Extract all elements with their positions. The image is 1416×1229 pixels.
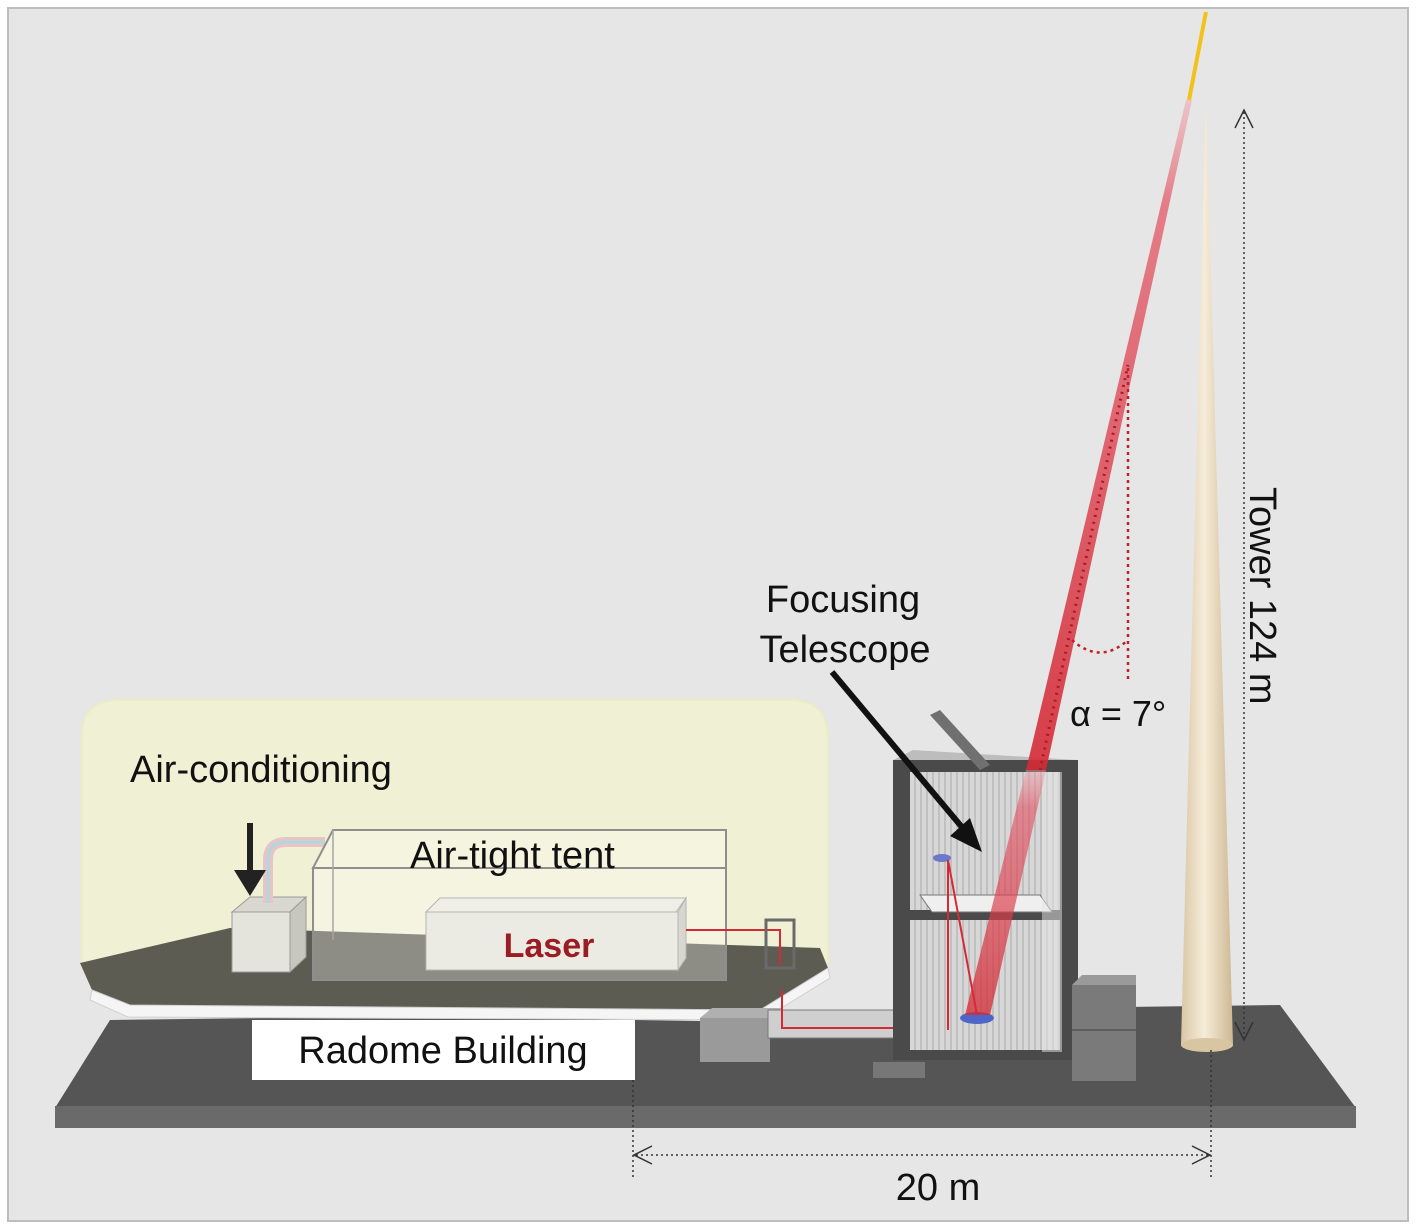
telescope-shelf: [919, 894, 1053, 913]
beam-duct: [764, 918, 796, 970]
telescope-inner-gap: [1042, 772, 1062, 1052]
distance-arrow-right: [1191, 1145, 1212, 1165]
tower-height-arrow-top: [1234, 108, 1254, 129]
air-tight-tent-label: Air-tight tent: [410, 835, 615, 877]
laser-beam-lower: [965, 770, 1046, 1015]
secondary-mirror: [933, 854, 951, 862]
radome-building-label: Radome Building: [298, 1030, 587, 1072]
ac-unit: [231, 911, 291, 973]
radome-floor-edge: [89, 967, 831, 1021]
side-cabinet-top: [1072, 975, 1136, 985]
beam-tip: [1187, 11, 1208, 101]
laser-beam-path: [686, 929, 781, 965]
radome-building-label-box: [252, 1020, 635, 1080]
telescope-base-step: [873, 1062, 925, 1078]
laser-box-top: [424, 897, 687, 913]
outdoor-duct-support-top: [700, 1008, 782, 1018]
focusing-telescope-label-line2: Telescope: [759, 629, 930, 671]
focusing-telescope-label-line1: Focusing: [766, 579, 920, 621]
laser-box-side: [677, 896, 687, 972]
ac-arrow-head: [234, 870, 266, 896]
outdoor-beam-path: [781, 990, 906, 1029]
telescope-lid: [930, 710, 990, 770]
distance-label: 20 m: [896, 1167, 980, 1209]
angle-label: α = 7°: [1070, 693, 1166, 734]
ac-unit-side: [289, 895, 307, 974]
tower-height-label: Tower 124 m: [1241, 487, 1283, 705]
ground-plate-edge: [55, 1106, 1356, 1128]
laser-beam-upper: [1026, 100, 1192, 770]
telescope-pointer-arrow-head: [950, 818, 982, 852]
tower-height-arrow-bottom: [1234, 1021, 1254, 1042]
ac-duct-line: [266, 840, 325, 903]
outdoor-duct: [767, 1009, 909, 1039]
angle-arc: [1071, 639, 1129, 654]
telescope-pointer-arrow: [829, 670, 969, 834]
outdoor-duct-support: [700, 1018, 770, 1062]
laser-label: Laser: [504, 927, 595, 965]
air-conditioning-label: Air-conditioning: [130, 749, 392, 791]
tower: [1181, 100, 1233, 1045]
side-cabinet: [1072, 985, 1136, 1081]
telescope-internal-beam: [947, 859, 978, 1030]
distance-arrow-left: [632, 1145, 653, 1165]
tower-base: [1181, 1038, 1233, 1052]
